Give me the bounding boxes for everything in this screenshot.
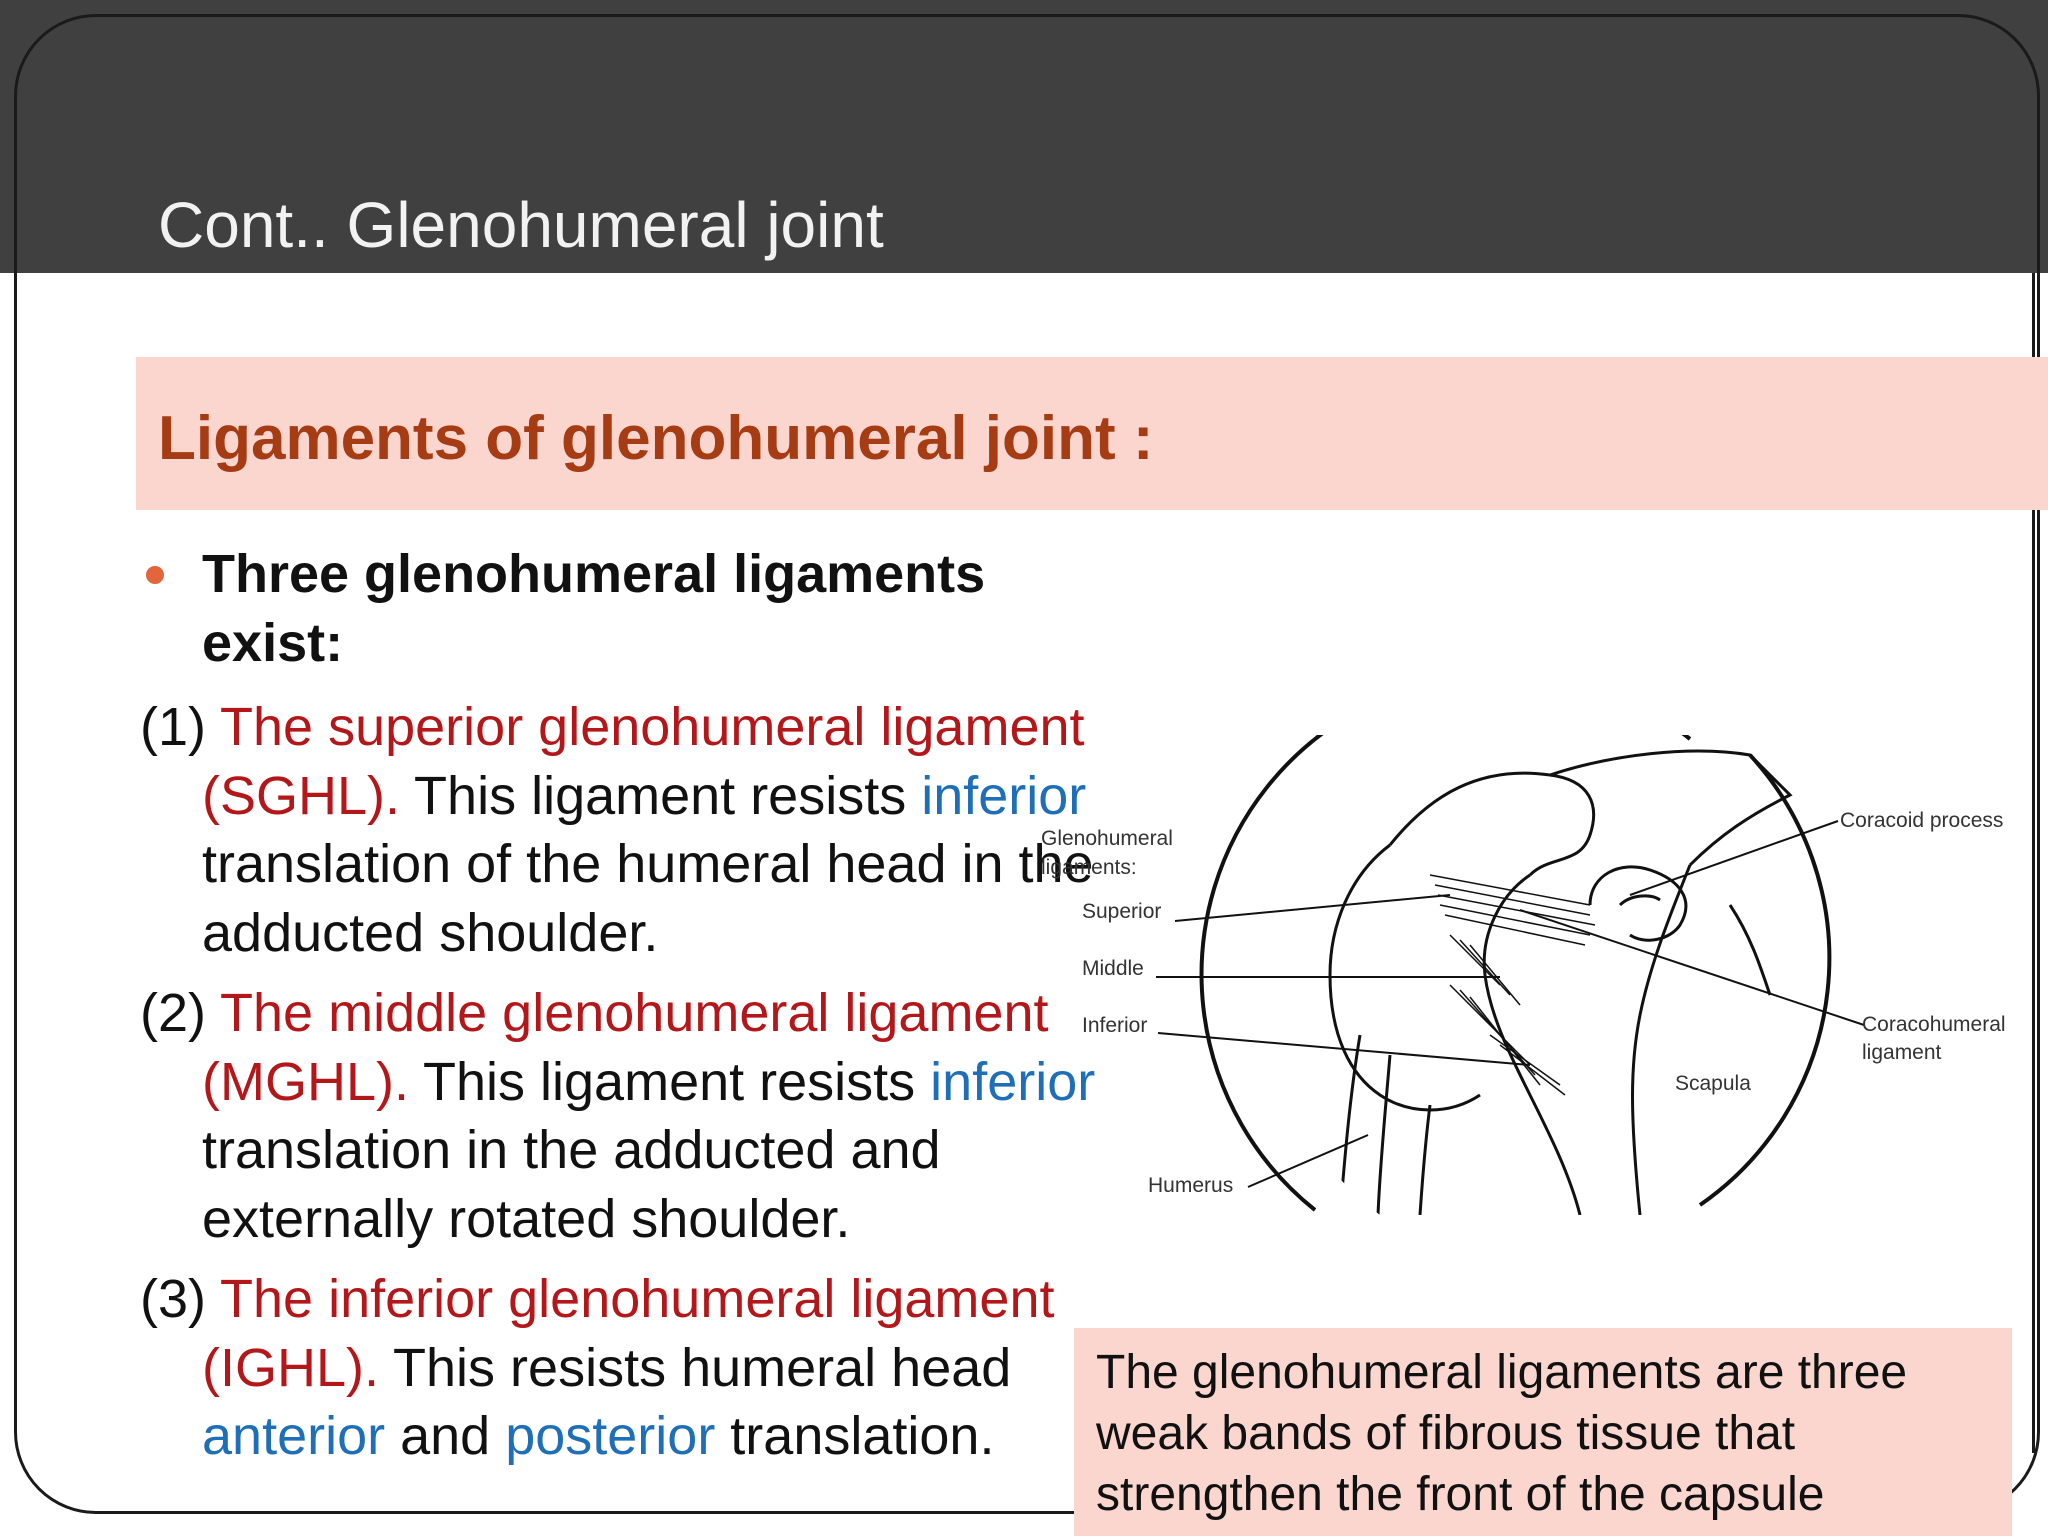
coracoid-detail [1618,894,1661,907]
leader-coracoid [1629,820,1839,896]
acromion-shape [1388,771,1596,877]
item-text: and [385,1406,506,1466]
humerus-shaft-mid [1376,1054,1392,1216]
item-text: translation of the humeral head in the a… [202,834,1094,963]
item-text: This ligament resists [408,1051,931,1112]
item-text: This ligament resists [400,765,922,826]
scapular-spine-shape [1549,749,1793,867]
label-glenohumeral: Glenohumeral [1041,827,1173,850]
direction-word: inferior [930,1051,1096,1112]
slide-title: Cont.. Glenohumeral joint [158,189,884,261]
item-text: translation in the adducted and external… [202,1120,941,1249]
leader-superior [1174,894,1451,922]
glenoid-rim [1482,873,1582,1216]
shoulder-ligament-diagram: Glenohumeral ligaments: Superior Middle … [1030,671,2040,1216]
scapula-border [1631,864,1692,1216]
bullet-dot-icon [146,566,164,584]
item-number: (1) [140,697,206,757]
leader-humerus [1247,1134,1369,1188]
item-text: This resists humeral head [379,1337,1012,1398]
section-header: Ligaments of glenohumeral joint : [136,357,2048,510]
vignette-arc-left [1199,671,1692,1212]
ligament-fibers [1429,874,1596,1096]
coracoid-shape [1588,865,1688,942]
ligament-item-inferior: (3) The inferior glenohumeral ligament (… [140,1265,1100,1471]
ligament-name: The inferior glenohumeral ligament (IGHL… [202,1269,1055,1398]
label-scapula: Scapula [1675,1072,1751,1095]
label-middle: Middle [1082,957,1144,980]
vignette-arc-right [1698,753,1832,1207]
label-ligaments: ligaments: [1041,856,1137,879]
label-inferior: Inferior [1082,1014,1147,1037]
ligament-name: The superior glenohumeral ligament (SGHL… [202,697,1085,826]
label-humerus: Humerus [1148,1174,1233,1197]
item-number: (2) [140,983,206,1043]
scapula-edge [1728,904,1772,996]
ligament-item-middle: (2) The middle glenohumeral ligament (MG… [140,979,1100,1253]
humeral-head [1328,843,1481,1112]
label-superior: Superior [1082,900,1161,923]
section-header-text: Ligaments of glenohumeral joint : [158,404,1154,473]
slide-frame [14,14,2040,1514]
leader-inferior [1157,1032,1531,1066]
ligament-item-superior: (1) The superior glenohumeral ligament (… [140,693,1100,967]
caption-text: The glenohumeral ligaments are three wea… [1096,1346,1908,1521]
label-coracohumeral: Coracohumeral [1862,1013,2006,1036]
ligament-name: The middle glenohumeral ligament (MGHL). [202,983,1049,1112]
direction-word: inferior [921,765,1087,826]
item-number: (3) [140,1269,206,1329]
title-bar [0,0,2048,273]
leader-coracohumeral [1519,909,1865,1026]
direction-word: posterior [505,1406,716,1466]
item-text: translation. [715,1406,995,1466]
caption-box: The glenohumeral ligaments are three wea… [1074,1328,2012,1536]
direction-word: anterior [202,1406,386,1466]
ligament-list: Three glenohumeral ligaments exist: (1) … [140,540,1100,1483]
label-coracohumeral-ligament: ligament [1862,1041,1942,1064]
frame-right-edge [2032,273,2035,1453]
shoulder-illustration: Glenohumeral ligaments: Superior Middle … [1041,671,2006,1216]
label-coracoid-process: Coracoid process [1840,809,2003,832]
humerus-shaft-right [1418,1104,1432,1216]
bullet-text: Three glenohumeral ligaments exist: [202,544,986,673]
bullet-item: Three glenohumeral ligaments exist: [140,540,1100,677]
